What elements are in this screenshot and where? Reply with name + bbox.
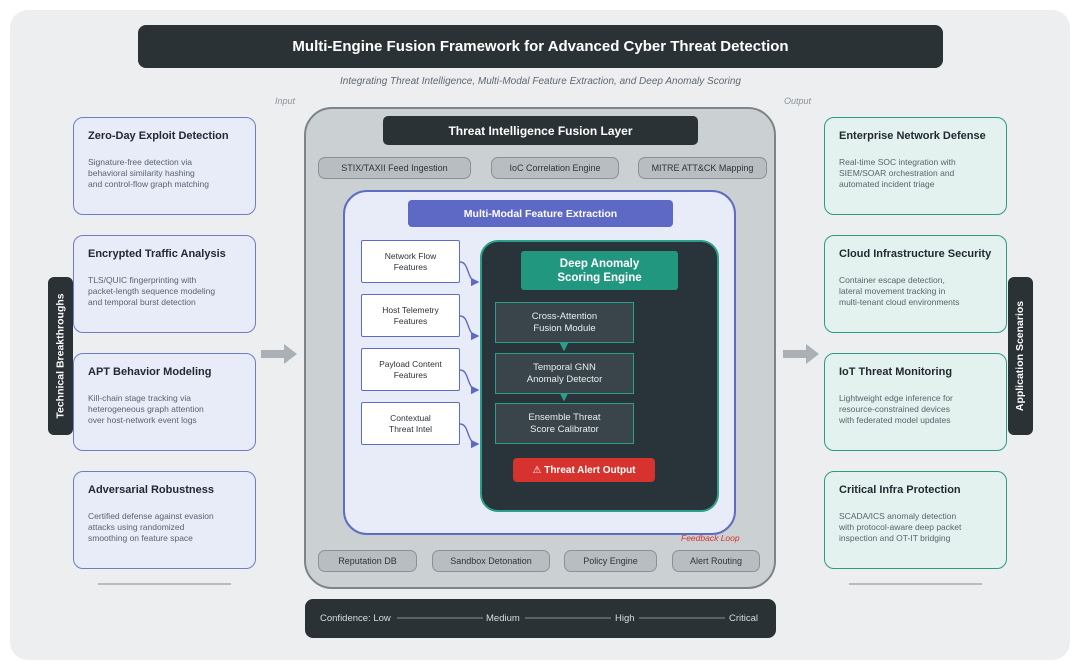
card-description: Signature-free detection via behavioral … (88, 157, 209, 189)
pill-stix-taxii: STIX/TAXII Feed Ingestion (318, 157, 471, 179)
card-enterprise-defense: Enterprise Network Defense Real-time SOC… (824, 117, 1007, 215)
card-title: Enterprise Network Defense (839, 130, 986, 142)
feature-network-flow: Network Flow Features (361, 240, 460, 283)
module-ensemble-calibrator: Ensemble Threat Score Calibrator (495, 403, 634, 444)
module-temporal-gnn: Temporal GNN Anomaly Detector (495, 353, 634, 394)
card-title: IoT Threat Monitoring (839, 366, 953, 378)
module-cross-attention: Cross-Attention Fusion Module (495, 302, 634, 343)
right-divider (849, 583, 982, 585)
pill-mitre-mapping: MITRE ATT&CK Mapping (638, 157, 767, 179)
card-title: APT Behavior Modeling (88, 366, 212, 378)
application-scenarios-label: Application Scenarios (1008, 277, 1033, 435)
diagram-title: Multi-Engine Fusion Framework for Advanc… (138, 25, 943, 68)
feature-payload-content: Payload Content Features (361, 348, 460, 391)
card-title: Cloud Infrastructure Security (839, 248, 992, 260)
output-label: Output (784, 96, 812, 106)
fusion-layer-title: Threat Intelligence Fusion Layer (383, 116, 698, 145)
pill-sandbox-detonation: Sandbox Detonation (432, 550, 550, 572)
input-label: Input (275, 96, 296, 106)
pill-ioc-correlation: IoC Correlation Engine (491, 157, 619, 179)
threat-alert-output: ⚠ Threat Alert Output (513, 458, 655, 482)
technical-breakthroughs-label: Technical Breakthroughs (48, 277, 73, 435)
card-encrypted-traffic: Encrypted Traffic Analysis TLS/QUIC fing… (73, 235, 256, 333)
card-iot-monitoring: IoT Threat Monitoring Lightweight edge i… (824, 353, 1007, 451)
card-title: Adversarial Robustness (88, 484, 214, 496)
card-description: Kill-chain stage tracking via heterogene… (88, 393, 204, 425)
confidence-medium: Medium (486, 613, 520, 624)
confidence-critical: Critical (729, 613, 759, 624)
feature-extraction-title: Multi-Modal Feature Extraction (408, 200, 673, 227)
connector-payload-content (459, 369, 480, 395)
card-description: TLS/QUIC fingerprinting with packet-leng… (88, 275, 216, 307)
feature-contextual-intel: Contextual Threat Intel (361, 402, 460, 445)
connector-contextual-intel (459, 423, 480, 449)
output-arrow (783, 344, 819, 364)
connector-network-flow (459, 261, 480, 287)
feature-host-telemetry: Host Telemetry Features (361, 294, 460, 337)
confidence-low: Confidence: Low (320, 613, 391, 624)
diagram-subtitle: Integrating Threat Intelligence, Multi-M… (340, 76, 741, 87)
pill-reputation-db: Reputation DB (318, 550, 417, 572)
pill-policy-engine: Policy Engine (564, 550, 657, 572)
card-title: Critical Infra Protection (839, 484, 961, 496)
pill-alert-routing: Alert Routing (672, 550, 760, 572)
card-adversarial-robustness: Adversarial Robustness Certified defense… (73, 471, 256, 569)
card-description: SCADA/ICS anomaly detection with protoco… (839, 511, 962, 543)
card-cloud-security: Cloud Infrastructure Security Container … (824, 235, 1007, 333)
card-description: Real-time SOC integration with SIEM/SOAR… (839, 157, 956, 189)
card-apt-behavior: APT Behavior Modeling Kill-chain stage t… (73, 353, 256, 451)
connector-host-telemetry (459, 315, 480, 341)
card-title: Encrypted Traffic Analysis (88, 248, 226, 260)
card-description: Lightweight edge inference for resource-… (839, 393, 953, 425)
card-critical-infra: Critical Infra Protection SCADA/ICS anom… (824, 471, 1007, 569)
input-arrow (261, 344, 297, 364)
confidence-high: High (615, 613, 635, 624)
feedback-loop-label: Feedback Loop (681, 533, 740, 543)
card-description: Certified defense against evasion attack… (88, 511, 214, 543)
left-divider (98, 583, 231, 585)
anomaly-engine-title: Deep Anomaly Scoring Engine (521, 251, 678, 290)
card-title: Zero-Day Exploit Detection (88, 130, 229, 142)
card-description: Container escape detection, lateral move… (839, 275, 960, 307)
card-zero-day: Zero-Day Exploit Detection Signature-fre… (73, 117, 256, 215)
